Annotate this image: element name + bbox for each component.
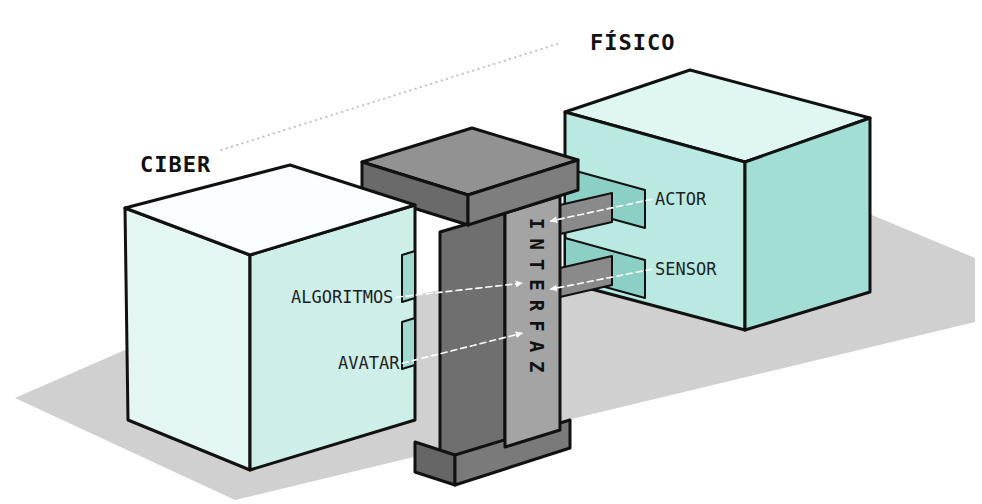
interface-tab bbox=[560, 256, 612, 297]
part-label: ALGORITMOS bbox=[291, 287, 393, 307]
interface-block: INTERFAZ bbox=[522, 215, 551, 385]
cube-block: FÍSICO ACTOR SENSOR bbox=[560, 25, 875, 335]
interface-slab-side bbox=[468, 160, 578, 225]
part-label-box: ACTOR bbox=[652, 186, 709, 212]
dashed-arrow bbox=[551, 269, 652, 289]
part-label-box: AVATAR bbox=[335, 350, 402, 376]
interface-column bbox=[505, 196, 560, 447]
block-heading: CIBER bbox=[140, 152, 211, 178]
interface-base bbox=[415, 442, 455, 485]
part-label-box: SENSOR bbox=[652, 256, 719, 282]
part-label: AVATAR bbox=[338, 353, 399, 373]
interface-tab bbox=[560, 193, 612, 234]
block-notch bbox=[402, 251, 415, 302]
dashed-arrow bbox=[402, 333, 522, 363]
block-side-face bbox=[745, 118, 870, 330]
cube-block: CIBER ALGORITMOS AVATAR bbox=[120, 150, 420, 480]
vertical-label: INTERFAZ bbox=[525, 218, 548, 382]
dashed-arrow bbox=[551, 199, 652, 221]
part-label: ACTOR bbox=[655, 189, 706, 209]
block-top-face bbox=[125, 165, 415, 255]
part-label-box: ALGORITMOS bbox=[288, 284, 396, 310]
part-label: SENSOR bbox=[655, 259, 716, 279]
dotted-link bbox=[221, 43, 560, 150]
dashed-arrow bbox=[396, 283, 522, 297]
block-heading: FÍSICO bbox=[590, 30, 675, 56]
